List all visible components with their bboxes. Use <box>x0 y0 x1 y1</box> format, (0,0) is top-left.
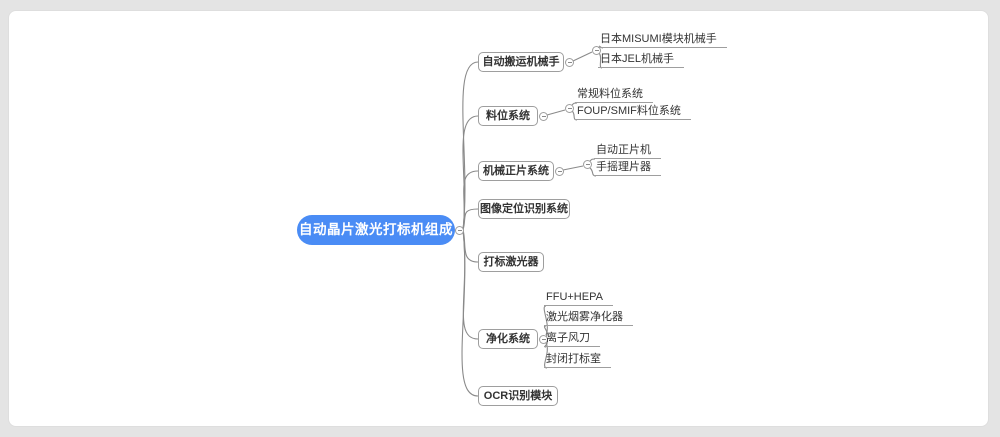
collapse-button[interactable] <box>555 167 564 176</box>
connector-line <box>462 170 479 231</box>
topic-wafer-align-system[interactable]: 机械正片系统 <box>478 161 554 181</box>
subtopic-ffu-hepa[interactable]: FFU+HEPA <box>544 290 613 306</box>
collapse-button[interactable] <box>565 104 574 113</box>
topic-vision-system[interactable]: 图像定位识别系统 <box>478 199 570 219</box>
subtopic-jel-robot[interactable]: 日本JEL机械手 <box>598 52 684 68</box>
subtopic-standard-material-system[interactable]: 常规料位系统 <box>575 87 653 103</box>
connector-line <box>461 229 479 397</box>
connector-line <box>462 61 479 231</box>
subtopic-auto-aligner[interactable]: 自动正片机 <box>594 143 661 159</box>
subtopic-smoke-purifier[interactable]: 激光烟雾净化器 <box>544 310 633 326</box>
connector-line <box>462 229 479 263</box>
topic-purification-system[interactable]: 净化系统 <box>478 329 538 349</box>
collapse-button[interactable] <box>539 112 548 121</box>
topic-handling-robot[interactable]: 自动搬运机械手 <box>478 52 564 72</box>
connector-line <box>546 109 566 116</box>
collapse-button[interactable] <box>539 335 548 344</box>
connector-line <box>572 51 593 62</box>
topic-material-system[interactable]: 料位系统 <box>478 106 538 126</box>
subtopic-foup-smif-system[interactable]: FOUP/SMIF料位系统 <box>575 104 691 120</box>
collapse-button[interactable] <box>592 46 601 55</box>
connector-line <box>462 208 479 231</box>
topic-marking-laser[interactable]: 打标激光器 <box>478 252 544 272</box>
topic-ocr-module[interactable]: OCR识别模块 <box>478 386 558 406</box>
subtopic-misumi-robot[interactable]: 日本MISUMI模块机械手 <box>598 32 727 48</box>
subtopic-enclosed-chamber[interactable]: 封闭打标室 <box>544 352 611 368</box>
collapse-button[interactable] <box>565 58 574 67</box>
collapse-button[interactable] <box>583 160 592 169</box>
connector-line <box>562 165 584 171</box>
root-topic[interactable]: 自动晶片激光打标机组成 <box>297 215 455 245</box>
subtopic-manual-aligner[interactable]: 手摇理片器 <box>594 160 661 176</box>
collapse-button[interactable] <box>455 226 464 235</box>
subtopic-ion-air-knife[interactable]: 离子风刀 <box>544 331 600 347</box>
